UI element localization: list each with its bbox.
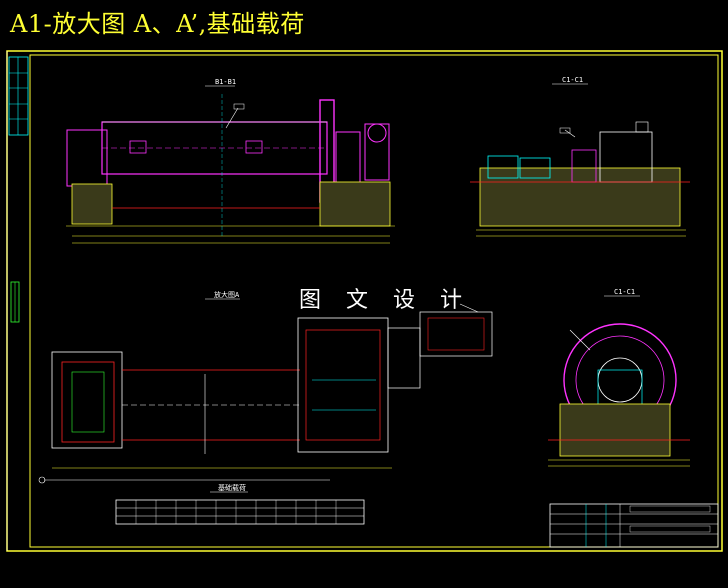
view-label-top-right: C1-C1 — [562, 76, 583, 84]
title-block[interactable] — [549, 503, 719, 548]
foundation-load-table[interactable]: 基础载荷 — [115, 483, 365, 525]
view-c1-section[interactable]: C1-C1 — [470, 76, 690, 237]
sheet-frame — [6, 50, 723, 552]
view-detail-a[interactable]: 放大图A — [38, 290, 493, 484]
view-c1-end-section[interactable]: C1-C1 — [548, 288, 690, 467]
view-label-mid-left: 放大图A — [214, 290, 240, 299]
drawing-title: A1-放大图 A、A’,基础载荷 — [10, 10, 305, 38]
view-label-top-left: B1-B1 — [215, 78, 236, 86]
view-label-mid-right: C1-C1 — [614, 288, 635, 296]
view-b1-elevation[interactable]: B1-B1 — [66, 78, 395, 244]
watermark-text: 图 文 设 计 — [299, 288, 471, 313]
table-caption: 基础载荷 — [218, 483, 246, 492]
revision-strip — [8, 56, 29, 323]
